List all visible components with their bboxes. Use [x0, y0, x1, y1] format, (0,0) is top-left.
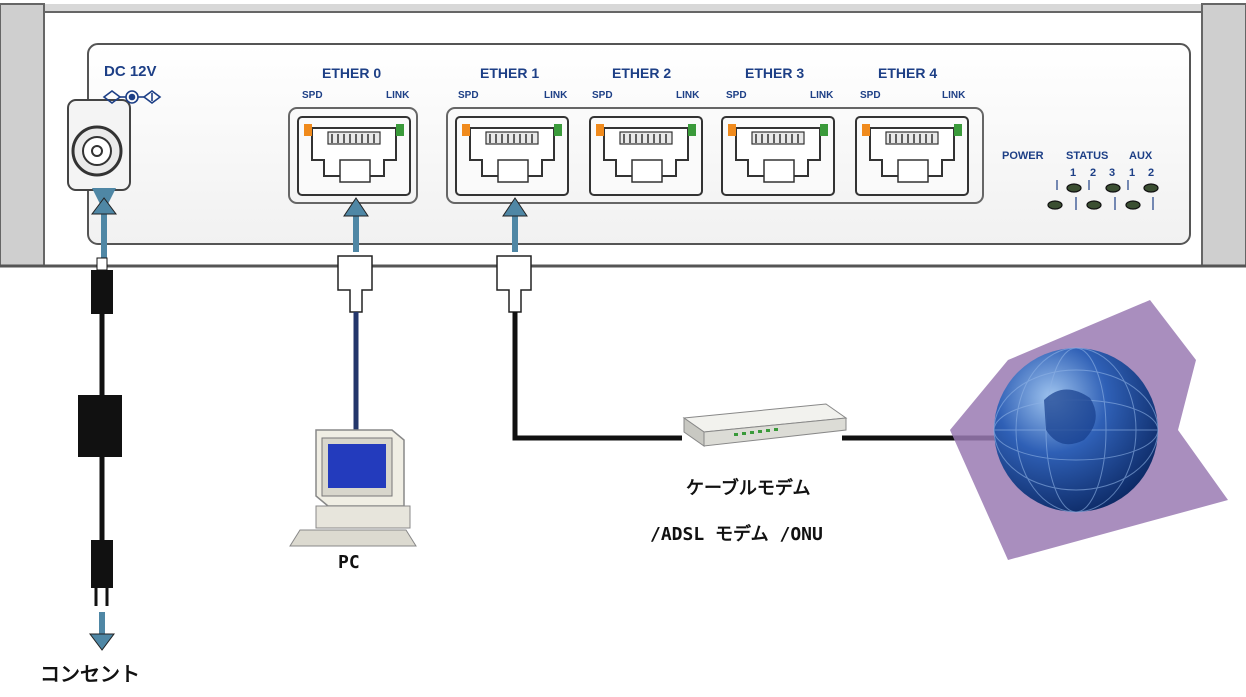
dc-power-jack	[67, 99, 131, 191]
power-adapter-cable	[78, 188, 122, 651]
status2-led	[1086, 200, 1102, 210]
led-number-1: 1	[1070, 167, 1077, 179]
ether3-title: ETHER 3	[745, 65, 805, 81]
ether1-4-housing	[446, 107, 984, 204]
ether0-spd-label: SPD	[302, 90, 323, 101]
ether0-link-label: LINK	[386, 90, 410, 101]
ether0-port	[297, 116, 411, 196]
status3-led	[1105, 183, 1121, 193]
dc-polarity-symbol	[102, 90, 162, 104]
status-label: STATUS	[1066, 150, 1109, 162]
power-label: POWER	[1002, 150, 1044, 162]
modem-label-line2: /ADSL モデム /ONU	[650, 524, 823, 545]
ether3-link-label: LINK	[810, 90, 834, 101]
ether4-title: ETHER 4	[878, 65, 938, 81]
ether1-port	[455, 116, 569, 196]
pc-label: PC	[338, 552, 360, 573]
aux-label: AUX	[1129, 150, 1153, 162]
led-number-aux2: 2	[1148, 167, 1155, 179]
modem-label-line1: ケーブルモデム	[686, 478, 811, 499]
ether1-spd-label: SPD	[458, 90, 479, 101]
ether4-port	[855, 116, 969, 196]
ether2-title: ETHER 2	[612, 65, 672, 81]
ether2-spd-label: SPD	[592, 90, 613, 101]
ether1-title: ETHER 1	[480, 65, 540, 81]
led-number-3: 3	[1109, 167, 1116, 179]
led-number-aux1: 1	[1129, 167, 1136, 179]
power-led	[1047, 200, 1063, 210]
status1-led	[1066, 183, 1082, 193]
ether2-port	[589, 116, 703, 196]
ether3-port	[721, 116, 835, 196]
ether2-link-label: LINK	[676, 90, 700, 101]
modem-device-icon	[682, 403, 848, 447]
ethernet-ports	[297, 116, 969, 196]
pc-computer-icon	[289, 429, 417, 547]
led-number-2: 2	[1090, 167, 1097, 179]
aux2-led	[1143, 183, 1159, 193]
ether0-title: ETHER 0	[322, 65, 382, 81]
ether4-spd-label: SPD	[860, 90, 881, 101]
internet-globe-icon	[950, 300, 1228, 560]
ether3-spd-label: SPD	[726, 90, 747, 101]
outlet-label: コンセント	[40, 662, 140, 686]
wan-cable	[496, 197, 1000, 441]
ether4-link-label: LINK	[942, 90, 966, 101]
ether1-link-label: LINK	[544, 90, 568, 101]
pc-lan-cable	[337, 197, 373, 432]
aux1-led	[1125, 200, 1141, 210]
status-led-cluster	[1047, 180, 1159, 210]
dc-12v-label: DC 12V	[104, 63, 157, 80]
